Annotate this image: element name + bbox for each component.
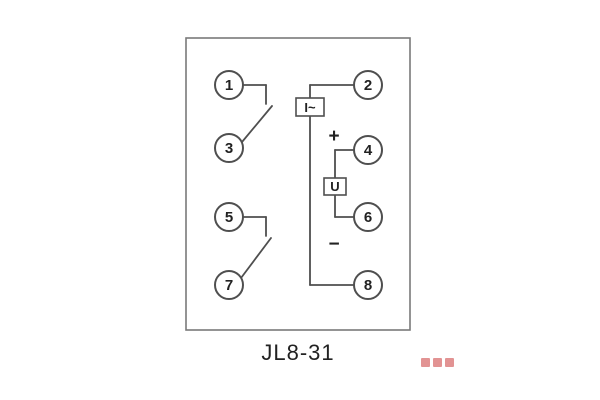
terminal-1: 1 [214,70,244,100]
plus-sign: + [328,126,339,147]
contact-blade-1-3 [241,105,273,143]
minus-sign: − [328,234,339,255]
terminal-2-circle [353,70,383,100]
watermark-mark [421,358,454,367]
current-coil-rect [295,97,325,117]
terminal-1-circle [214,70,244,100]
terminal-2-number: 2 [364,77,372,94]
terminal-6: 6 [353,202,383,232]
voltage-coil-box: U [323,177,347,196]
terminal-8-circle [353,270,383,300]
contact-blade-5-7 [240,237,272,279]
current-coil-box: I~ [295,97,325,117]
terminal-4-number: 4 [364,142,373,159]
terminal-7-circle [214,270,244,300]
terminal-5: 5 [214,202,244,232]
terminal-3: 3 [214,133,244,163]
terminal-6-circle [353,202,383,232]
terminal-8: 8 [353,270,383,300]
current-coil-label: I~ [304,100,316,115]
terminal-4: 4 [353,135,383,165]
terminal-8-number: 8 [364,277,372,294]
terminal-3-circle [214,133,244,163]
terminal-7: 7 [214,270,244,300]
voltage-coil-rect [323,177,347,196]
terminal-4-circle [353,135,383,165]
terminal-7-number: 7 [225,277,233,294]
model-caption: JL8-31 [261,340,334,365]
terminal-5-number: 5 [225,209,233,226]
terminal-1-number: 1 [225,77,233,94]
voltage-coil-label: U [330,179,339,194]
wire-group [240,84,355,286]
enclosure-border [185,37,411,331]
terminal-6-number: 6 [364,209,372,226]
terminal-5-circle [214,202,244,232]
terminal-2: 2 [353,70,383,100]
terminal-3-number: 3 [225,140,233,157]
